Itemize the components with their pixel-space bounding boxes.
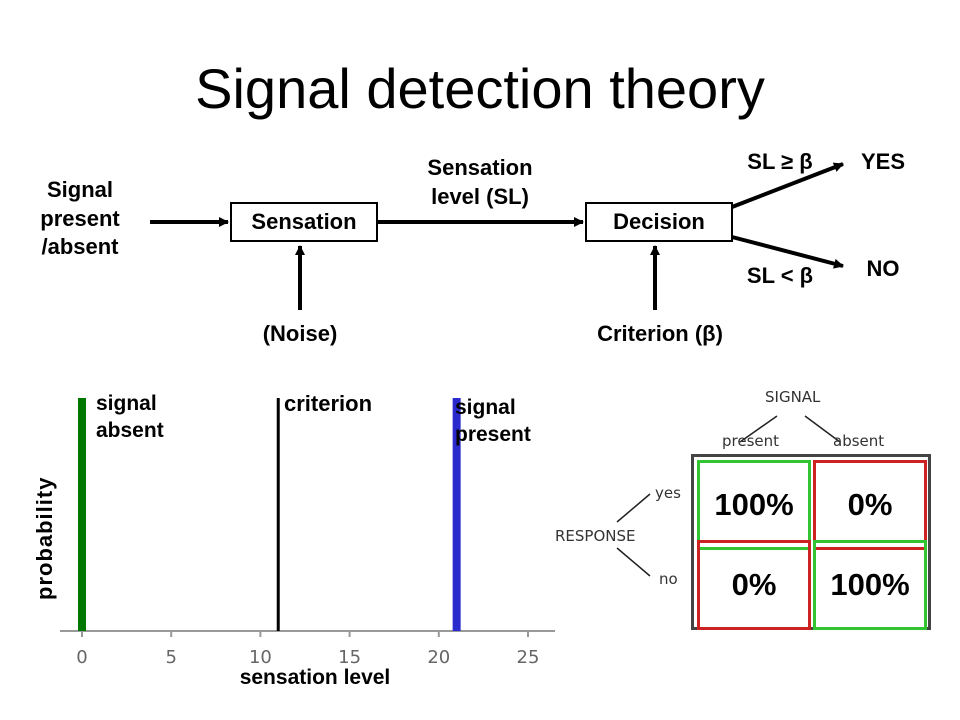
x-tick-label: 5 (165, 647, 176, 668)
sl-label: Sensation level (SL) (427, 155, 533, 209)
x-tick-label: 0 (76, 647, 87, 668)
sensation-chart: 0 5 10 15 20 25 (60, 398, 555, 668)
matrix-response-header: RESPONSE (555, 527, 636, 545)
x-tick-label: 25 (517, 647, 540, 668)
y-axis-label: probability (32, 476, 57, 600)
x-tick-label: 20 (427, 647, 450, 668)
no-arrow (731, 235, 844, 269)
matrix-signal-header: SIGNAL (765, 388, 821, 406)
yes-label: YES (860, 149, 906, 174)
signal-present-label: signal present (455, 396, 531, 447)
yes-condition: SL ≥ β (747, 149, 813, 174)
x-tick-label: 15 (338, 647, 361, 668)
signal-absent-label: signal absent (96, 392, 164, 443)
matrix-row-yes: yes (655, 484, 681, 502)
matrix-tree-lines (616, 415, 841, 577)
no-label: NO (866, 256, 900, 281)
matrix-col-absent: absent (833, 432, 885, 450)
matrix-cell-false-alarm: 0% (813, 460, 927, 550)
x-axis-label: sensation level (239, 666, 391, 689)
matrix-grid (691, 454, 931, 630)
matrix-cell-correct-rejection: 100% (813, 540, 927, 630)
yes-arrow (731, 162, 844, 209)
noise-label: (Noise) (262, 321, 338, 346)
matrix-row-no: no (659, 570, 678, 588)
sensation-box: Sensation (230, 202, 378, 242)
slide-title: Signal detection theory (195, 57, 765, 120)
no-condition: SL < β (746, 263, 814, 288)
criterion-label: Criterion (β) (597, 321, 723, 346)
matrix-cell-miss: 0% (697, 540, 811, 630)
matrix-cell-hit: 100% (697, 460, 811, 550)
criterion-line-label: criterion (284, 391, 373, 416)
matrix-col-present: present (722, 432, 780, 450)
decision-box: Decision (585, 202, 733, 242)
x-tick-label: 10 (249, 647, 272, 668)
outcome-matrix: SIGNAL present absent RESPONSE yes no 10… (555, 380, 940, 635)
input-label: Signal present /absent (40, 177, 120, 260)
